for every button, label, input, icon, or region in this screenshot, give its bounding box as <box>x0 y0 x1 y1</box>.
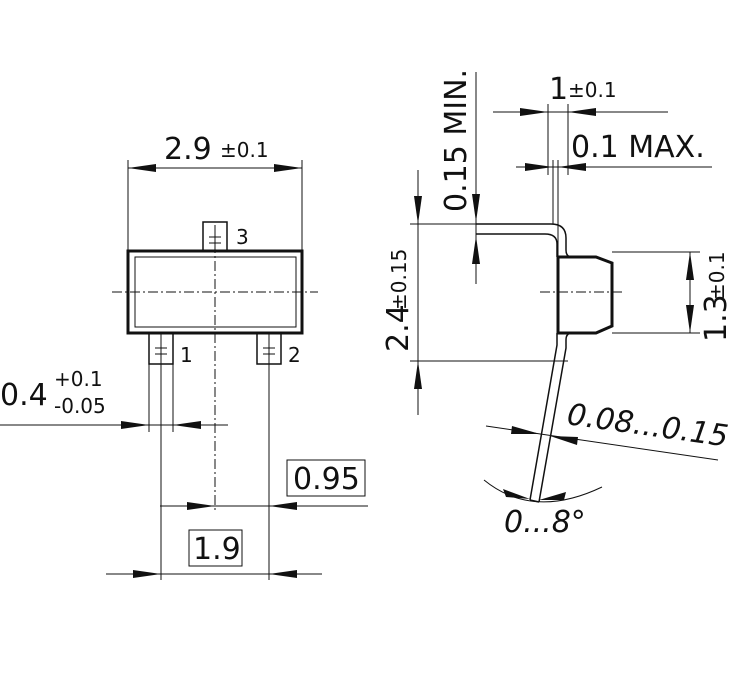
standoff-min-value: 0.15 MIN. <box>439 69 474 212</box>
pitch-value: 0.95 <box>293 462 360 497</box>
lead-thickness-tol: ±0.1 <box>568 78 617 102</box>
lead-thickness-value: 1 <box>549 72 568 107</box>
body-height-dimension: 1.3 ±0.1 <box>612 251 734 342</box>
standoff-max-dimension: 0.1 MAX. <box>516 130 712 257</box>
overall-height-value: 2.4 <box>381 304 416 352</box>
width-dimension: 2.9 ±0.1 <box>127 132 303 251</box>
pin-2-label: 2 <box>288 343 301 367</box>
lead-range-value: 0.08...0.15 <box>565 397 730 454</box>
pin-3-label: 3 <box>236 225 249 249</box>
standoff-min-dimension: 0.15 MIN. <box>439 69 480 284</box>
pitch-dimension: 0.95 <box>160 459 368 510</box>
pin-3: 3 <box>202 221 249 252</box>
width-value: 2.9 <box>164 132 212 167</box>
pin-1-label: 1 <box>180 343 193 367</box>
body-height-tol: ±0.1 <box>705 251 729 300</box>
pin-2: 2 <box>256 332 301 367</box>
angle-dimension: 0...8° <box>483 479 603 540</box>
pin-width-value: 0.4 <box>0 378 48 413</box>
lead-thickness-dimension: 1 ±0.1 <box>493 72 668 175</box>
span-dimension: 1.9 <box>106 529 322 578</box>
angle-value: 0...8° <box>504 505 586 540</box>
pin-width-tol-upper: +0.1 <box>54 367 103 391</box>
overall-height-tol: ±0.15 <box>387 249 411 310</box>
overall-height-dimension: 2.4 ±0.15 <box>381 170 568 415</box>
pin-width-tol-lower: -0.05 <box>54 394 106 418</box>
pin-width-dimension: 0.4 +0.1 -0.05 <box>0 367 228 429</box>
pin-1: 1 <box>148 332 193 367</box>
width-tolerance: ±0.1 <box>220 138 269 162</box>
side-body <box>556 255 614 335</box>
standoff-max-value: 0.1 MAX. <box>571 130 705 165</box>
lead-range-dimension: 0.08...0.15 <box>485 397 730 461</box>
span-value: 1.9 <box>193 532 241 567</box>
body-height-value: 1.3 <box>699 294 734 342</box>
side-lead <box>476 223 573 258</box>
top-view: 3 1 2 2.9 ±0.1 <box>0 132 368 580</box>
side-view: 1 ±0.1 0.1 MAX. 0.15 MIN. 2.4 ± <box>381 69 734 540</box>
span-box <box>188 529 243 567</box>
pitch-box <box>286 459 366 497</box>
